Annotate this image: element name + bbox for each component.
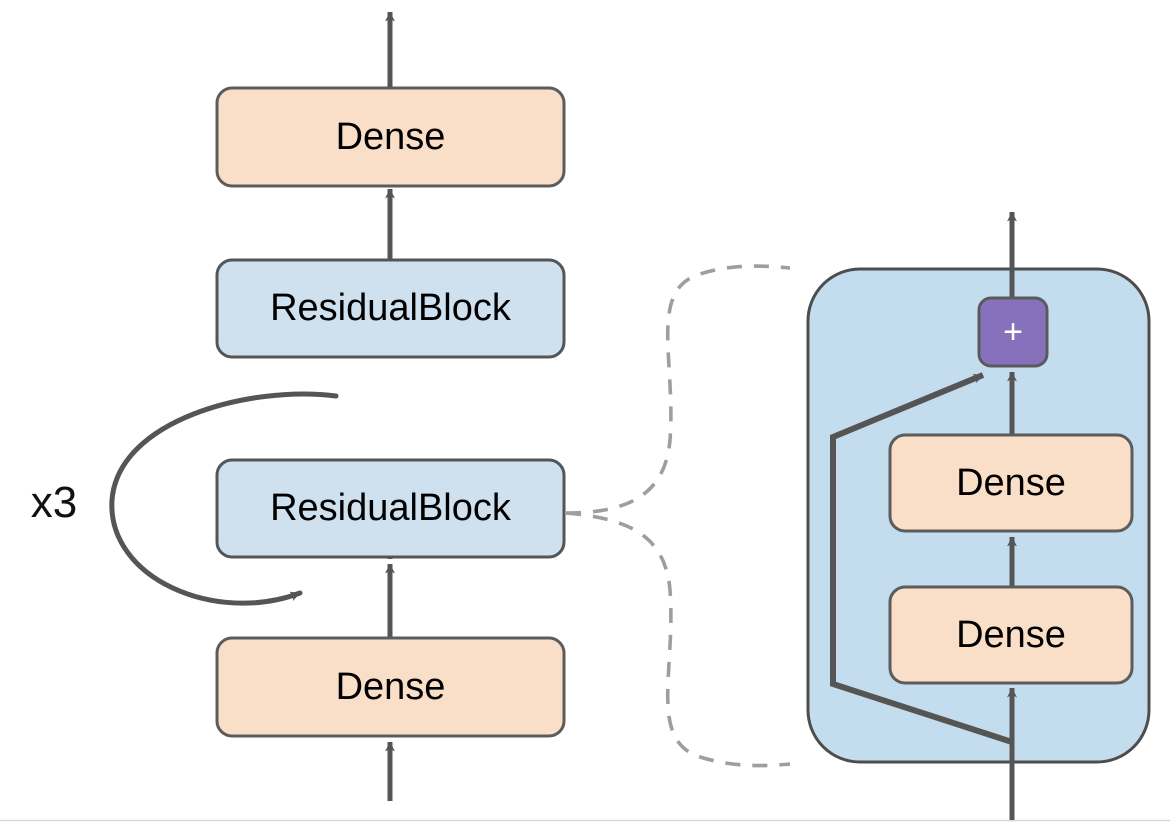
- node-detail-dense-lower[interactable]: [888, 585, 1134, 685]
- node-dense-bottom[interactable]: [215, 636, 566, 738]
- callout-dashed-upper: [565, 264, 791, 515]
- node-residualblock-lower[interactable]: [215, 458, 566, 559]
- node-dense-top[interactable]: [215, 86, 566, 188]
- callout-dashed-lower: [565, 511, 791, 768]
- node-add[interactable]: [977, 296, 1049, 368]
- node-residualblock-upper[interactable]: [215, 258, 566, 359]
- skip-connection-path: [830, 372, 1013, 745]
- repeat-loop-arrow: [109, 391, 339, 606]
- node-detail-dense-upper[interactable]: [888, 433, 1134, 533]
